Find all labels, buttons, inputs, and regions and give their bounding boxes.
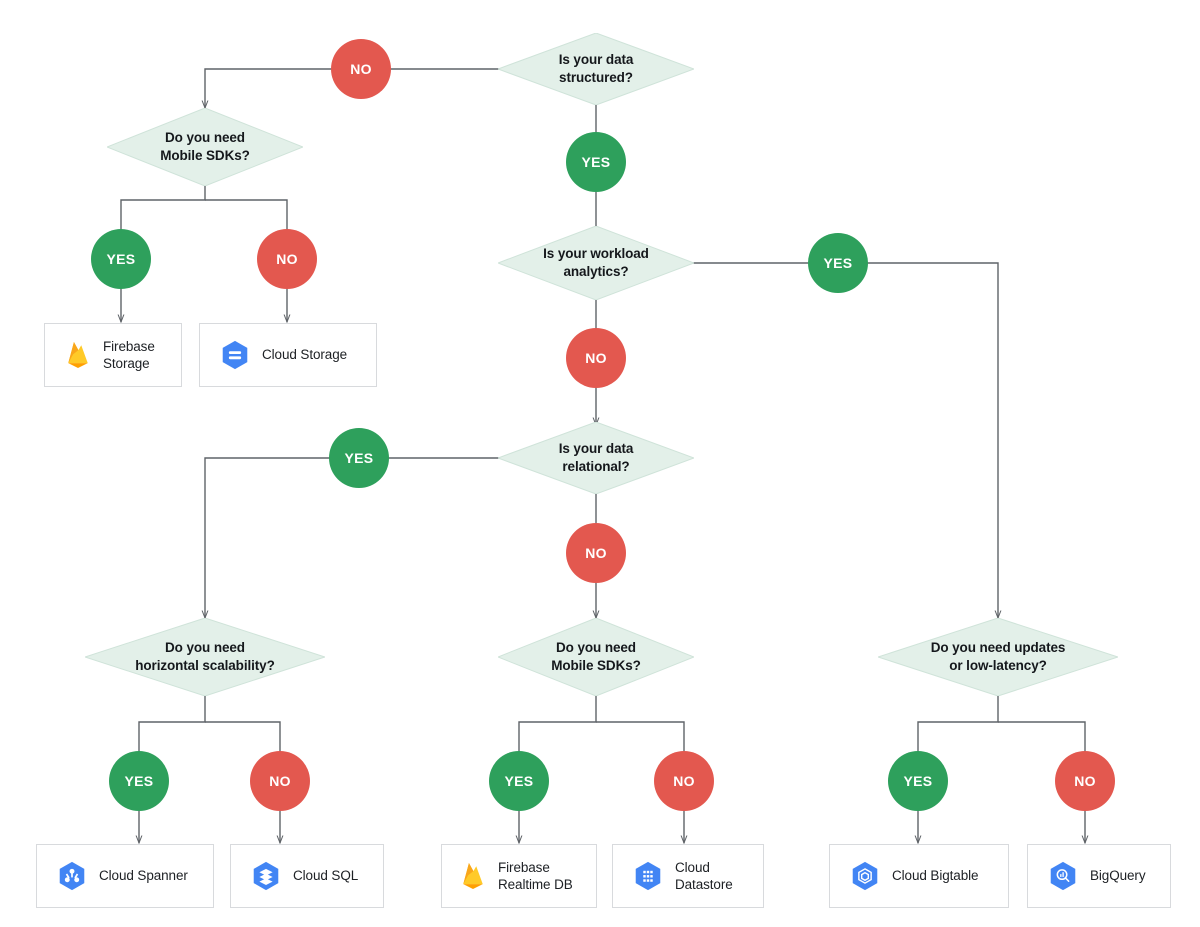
product-label: BigQuery bbox=[1090, 868, 1146, 884]
badge-mobile2-yes[interactable]: YES bbox=[489, 751, 549, 811]
badge-label: YES bbox=[504, 773, 534, 789]
badge-label: NO bbox=[276, 251, 298, 267]
firebase-icon bbox=[460, 861, 486, 891]
product-label: Cloud SQL bbox=[293, 868, 359, 884]
badge-relational-no[interactable]: NO bbox=[566, 523, 626, 583]
diamond-shape bbox=[85, 618, 325, 696]
edge-relational-yes bbox=[205, 457, 500, 618]
product-cloud-bigtable[interactable]: Cloud Bigtable bbox=[829, 844, 1009, 908]
badge-mobile1-no[interactable]: NO bbox=[257, 229, 317, 289]
badge-label: YES bbox=[903, 773, 933, 789]
badge-analytics-yes[interactable]: YES bbox=[808, 233, 868, 293]
badge-horizontal-yes[interactable]: YES bbox=[109, 751, 169, 811]
badge-label: YES bbox=[124, 773, 154, 789]
product-cloud-storage[interactable]: Cloud Storage bbox=[199, 323, 377, 387]
cloud-sql-icon bbox=[249, 859, 283, 893]
badge-structured-yes[interactable]: YES bbox=[566, 132, 626, 192]
cloud-spanner-icon bbox=[55, 859, 89, 893]
edge-structured-no bbox=[205, 68, 500, 108]
badge-label: YES bbox=[344, 450, 374, 466]
product-bigquery[interactable]: BigQuery bbox=[1027, 844, 1171, 908]
firebase-icon bbox=[65, 340, 91, 370]
product-label: Cloud Storage bbox=[262, 347, 348, 363]
badge-label: YES bbox=[823, 255, 853, 271]
badge-mobile1-yes[interactable]: YES bbox=[91, 229, 151, 289]
badge-label: NO bbox=[1074, 773, 1096, 789]
badge-label: NO bbox=[350, 61, 372, 77]
product-label: Cloud Spanner bbox=[99, 868, 188, 884]
diamond-shape bbox=[107, 108, 303, 186]
cloud-storage-icon bbox=[218, 338, 252, 372]
bigquery-icon bbox=[1046, 859, 1080, 893]
badge-analytics-no[interactable]: NO bbox=[566, 328, 626, 388]
diamond-shape bbox=[498, 422, 694, 494]
cloud-bigtable-icon bbox=[848, 859, 882, 893]
badge-updates-yes[interactable]: YES bbox=[888, 751, 948, 811]
badge-updates-no[interactable]: NO bbox=[1055, 751, 1115, 811]
diamond-shape bbox=[498, 618, 694, 696]
product-label: Cloud Bigtable bbox=[892, 868, 979, 884]
badge-label: NO bbox=[585, 350, 607, 366]
badge-label: NO bbox=[269, 773, 291, 789]
diamond-shape bbox=[498, 226, 694, 300]
product-cloud-sql[interactable]: Cloud SQL bbox=[230, 844, 384, 908]
badge-label: YES bbox=[581, 154, 611, 170]
badge-label: NO bbox=[673, 773, 695, 789]
badge-structured-no[interactable]: NO bbox=[331, 39, 391, 99]
badge-relational-yes[interactable]: YES bbox=[329, 428, 389, 488]
badge-horizontal-no[interactable]: NO bbox=[250, 751, 310, 811]
cloud-datastore-icon bbox=[631, 859, 665, 893]
badge-mobile2-no[interactable]: NO bbox=[654, 751, 714, 811]
badge-label: YES bbox=[106, 251, 136, 267]
edge-analytics-yes bbox=[692, 262, 998, 618]
diamond-shape bbox=[878, 618, 1118, 696]
diamond-shape bbox=[498, 33, 694, 105]
product-cloud-spanner[interactable]: Cloud Spanner bbox=[36, 844, 214, 908]
badge-label: NO bbox=[585, 545, 607, 561]
